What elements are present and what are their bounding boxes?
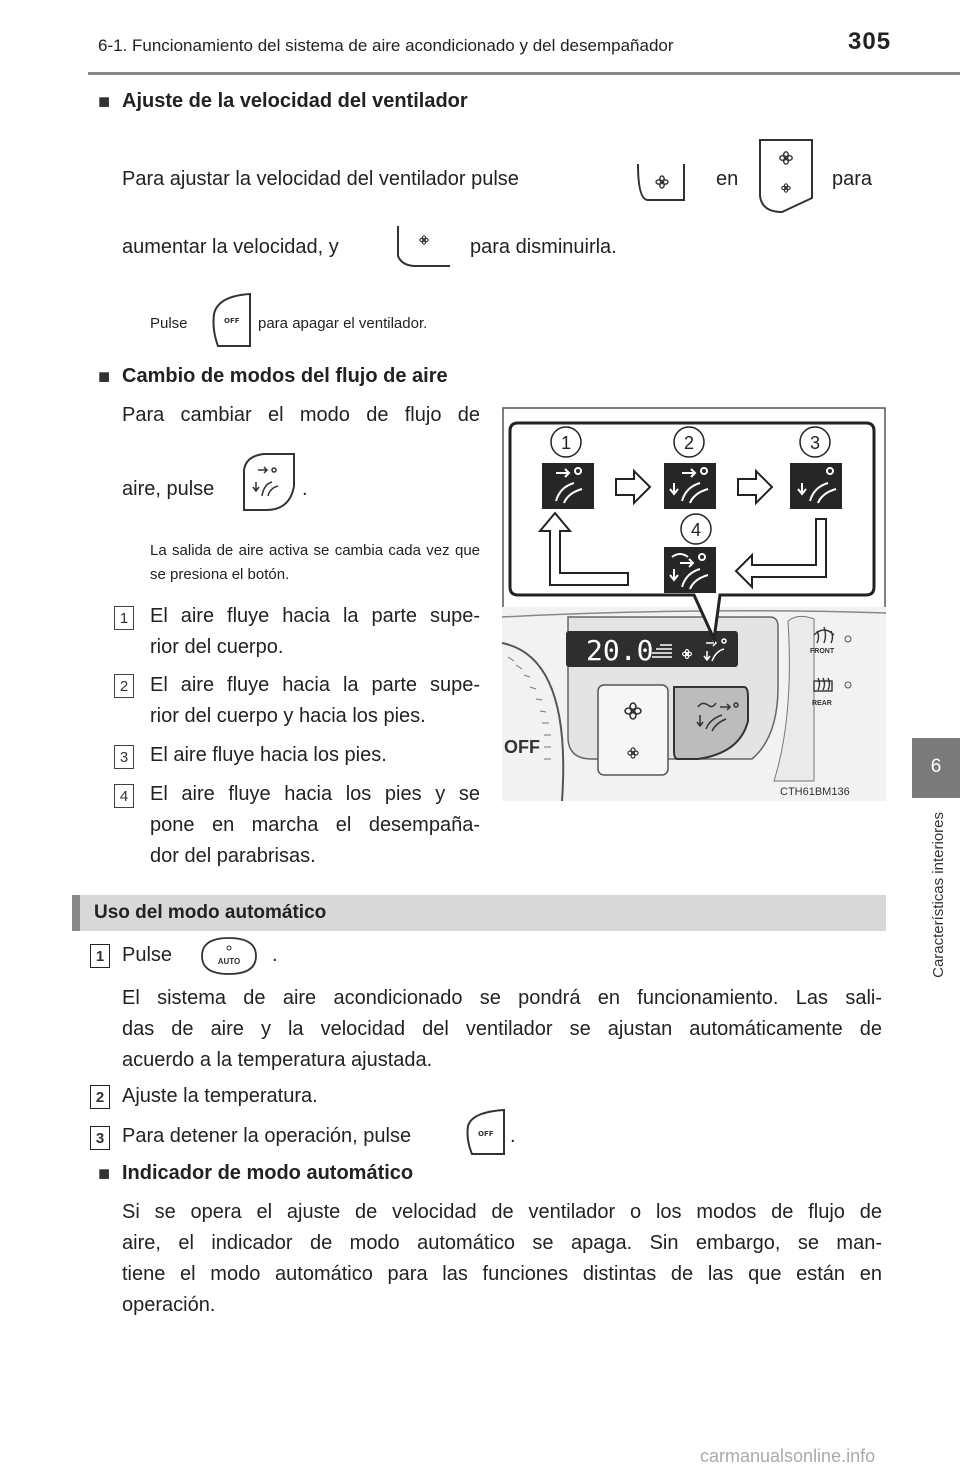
airflow-item-1: El aire fluye hacia la parte supe- rior …	[150, 605, 480, 658]
airflow-item-3: El aire fluye hacia los pies.	[150, 744, 387, 766]
chapter-label: Características interiores	[930, 812, 950, 1062]
callout-2: 2	[684, 433, 694, 453]
arrow-right-icon	[737, 468, 774, 506]
fan-line1-c: para	[832, 168, 873, 190]
page-number: 305	[848, 28, 892, 55]
indicator-heading: Indicador de modo automático	[122, 1162, 414, 1184]
fan-line2-a: aumentar la velocidad, y	[122, 236, 339, 258]
bullet-square-icon: ■	[98, 1163, 111, 1185]
callout-4: 4	[691, 520, 701, 540]
airflow-mode-figure: OFF 20.0 FRONT	[502, 407, 886, 801]
watermark-footer: carmanualsonline.info	[700, 1446, 876, 1466]
fan-speed-heading: Ajuste de la velocidad del ventilador	[122, 90, 468, 112]
figure-off-label: OFF	[504, 737, 540, 757]
running-header: 6-1. Funcionamiento del sistema de aire …	[98, 36, 674, 55]
svg-text:OFF: OFF	[224, 317, 240, 325]
airflow-mode-button-icon	[243, 453, 295, 511]
fan-line2-b: para disminuirla.	[470, 236, 617, 258]
fan-button-icon	[637, 163, 685, 201]
step-number-3: 3	[90, 1126, 110, 1150]
airflow-line2-a: aire, pulse	[122, 478, 215, 500]
bullet-square-icon: ■	[98, 91, 111, 113]
fan-note-a: Pulse	[150, 315, 188, 332]
svg-text:AUTO: AUTO	[218, 957, 241, 966]
auto-button-icon: AUTO	[201, 937, 257, 975]
airflow-note: La salida de aire activa se cambia cada …	[150, 542, 480, 583]
airflow-line1: Para cambiar el modo de flujo de	[122, 404, 480, 426]
svg-text:OFF: OFF	[478, 1130, 494, 1138]
fan-line1-a: Para ajustar la velocidad del ventilador…	[122, 168, 519, 190]
chapter-tab-rule	[912, 796, 960, 798]
step1-description: El sistema de aire acondicionado se pond…	[122, 987, 882, 1071]
airflow-heading: Cambio de modos del flujo de aire	[122, 365, 448, 387]
mode-1-icon	[542, 463, 594, 509]
indicator-paragraph: Si se opera el ajuste de velocidad de ve…	[122, 1201, 882, 1316]
header-rule	[88, 72, 960, 75]
airflow-item-4: El aire fluye hacia los pies y se pone e…	[150, 783, 480, 867]
fan-up-down-button-icon	[759, 139, 813, 214]
mode-3-icon	[790, 463, 842, 509]
callout-1: 1	[561, 433, 571, 453]
front-defrost-label: FRONT	[810, 648, 835, 655]
item-number-2: 2	[114, 674, 134, 698]
item-number-3: 3	[114, 745, 134, 769]
callout-3: 3	[810, 433, 820, 453]
step1-a: Pulse	[122, 944, 173, 966]
arrow-up-icon	[537, 511, 629, 586]
chapter-label-text: Características interiores	[930, 812, 947, 978]
step1-b: .	[272, 944, 278, 966]
step2: Ajuste la temperatura.	[122, 1085, 318, 1107]
mode-4-icon	[664, 547, 716, 593]
airflow-item-2: El aire fluye hacia la parte supe- rior …	[150, 674, 480, 727]
mode-2-icon	[664, 463, 716, 509]
bullet-square-icon: ■	[98, 366, 111, 388]
step3-a: Para detener la operación, pulse	[122, 1125, 412, 1147]
step-number-1: 1	[90, 944, 110, 968]
item-number-1: 1	[114, 606, 134, 630]
fan-down-button-icon	[397, 226, 450, 267]
fan-note-b: para apagar el ventilador.	[258, 315, 428, 332]
airflow-line2-b: .	[302, 478, 308, 500]
display-temperature: 20.0	[586, 634, 653, 667]
item-number-4: 4	[114, 784, 134, 808]
arrow-right-icon	[615, 468, 652, 506]
figure-code: CTH61BM136	[780, 786, 850, 798]
section-header-bar	[72, 895, 886, 931]
off-button-icon: OFF	[466, 1108, 505, 1155]
step3-b: .	[510, 1125, 516, 1147]
step-number-2: 2	[90, 1085, 110, 1109]
arrow-return-left-icon	[734, 518, 827, 590]
rear-defrost-label: REAR	[812, 700, 832, 707]
section-title: Uso del modo automático	[94, 902, 327, 923]
fan-line1-b: en	[716, 168, 739, 190]
fan-off-button-icon: OFF	[212, 292, 251, 347]
chapter-tab: 6	[912, 738, 960, 796]
